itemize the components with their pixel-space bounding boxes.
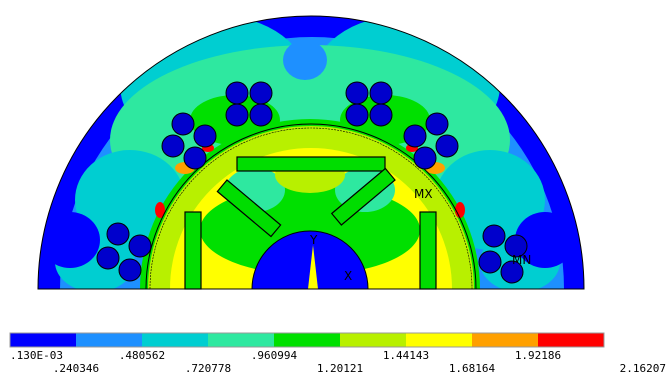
- contour-legend: .130E-03 .480562 .960994 1.44143 1.92186 .240…: [9, 332, 666, 375]
- legend-swatch: [142, 333, 208, 347]
- origin-glint: [308, 245, 318, 289]
- legend-label-top: .480562: [119, 349, 165, 362]
- legend-swatch: [340, 333, 406, 347]
- legend-swatch: [10, 333, 76, 347]
- legend-label-bottom: 2.16207: [620, 362, 666, 375]
- legend-swatch: [472, 333, 538, 347]
- legend-label-bottom: 1.68164: [449, 362, 496, 375]
- y-axis-marker: Y: [309, 233, 318, 247]
- legend-labels: .130E-03 .480562 .960994 1.44143 1.92186 .240…: [10, 349, 666, 375]
- legend-swatch: [76, 333, 142, 347]
- rotor-magnets: [184, 156, 437, 290]
- legend-label-top: 1.92186: [515, 349, 561, 362]
- stator-conductors: [96, 81, 528, 284]
- legend-label-top: .960994: [251, 349, 298, 362]
- min-marker: MN: [512, 253, 531, 267]
- airgap-inner: [149, 127, 473, 290]
- legend-label-bottom: .720778: [185, 362, 231, 375]
- max-marker: MX: [414, 187, 433, 201]
- legend-label-top: 1.44143: [383, 349, 429, 362]
- legend-label-bottom: 1.20121: [317, 362, 363, 375]
- legend-swatch: [208, 333, 274, 347]
- legend-swatch: [538, 333, 604, 347]
- x-axis-marker: X: [344, 269, 352, 283]
- airgap-outer: [145, 123, 477, 290]
- legend-swatches: [9, 332, 605, 348]
- legend-swatch: [274, 333, 340, 347]
- rotor-shaft: [251, 230, 369, 290]
- legend-frame: [9, 332, 605, 348]
- stator-boundary: [37, 15, 585, 290]
- legend-label-top: .130E-03: [10, 349, 63, 362]
- contour-plot: Y X MX MN: [37, 15, 585, 290]
- legend-swatch: [406, 333, 472, 347]
- legend-label-bottom: .240346: [53, 362, 99, 375]
